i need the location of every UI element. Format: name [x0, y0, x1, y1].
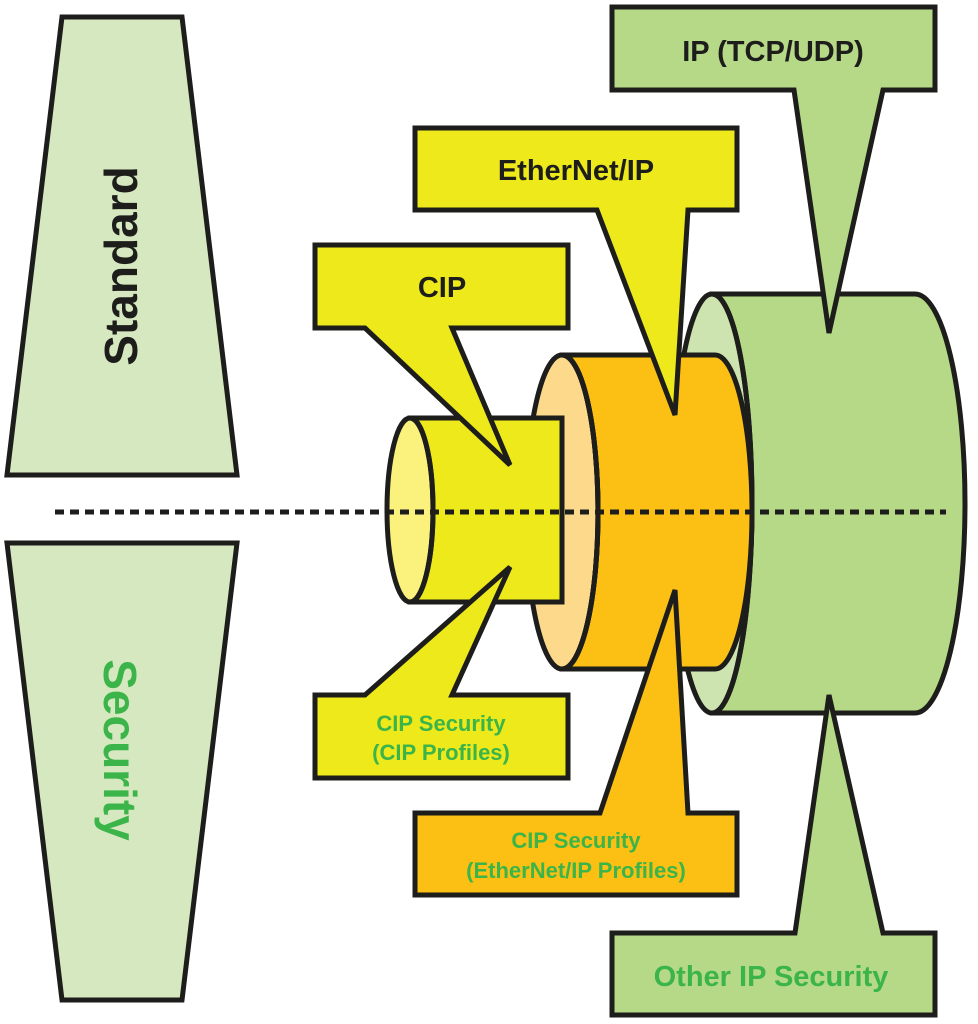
callout-cip: CIP [312, 242, 571, 467]
callout-other-ip-security-shape [609, 694, 938, 1018]
callout-cip-security-line1: CIP Security [376, 711, 506, 736]
callout-cip-label: CIP [418, 272, 466, 304]
callout-ip-shape [609, 4, 938, 334]
callout-ethernetip-label: EtherNet/IP [498, 155, 654, 187]
callout-cip-security: CIP Security (CIP Profiles) [312, 565, 571, 781]
callout-other-ip-security-label: Other IP Security [654, 961, 889, 993]
security-panel: Security [4, 540, 240, 1003]
callout-enip-security-line1: CIP Security [511, 828, 641, 853]
callout-cip-shape [312, 242, 571, 467]
callout-enip-security-line2: (EtherNet/IP Profiles) [466, 858, 686, 883]
callout-ip-label: IP (TCP/UDP) [682, 36, 864, 68]
callout-ethernetip: EtherNet/IP [412, 125, 740, 416]
standard-panel: Standard [4, 14, 240, 478]
standard-label: Standard [95, 166, 147, 365]
ip-cylinder-body [709, 291, 968, 716]
callout-ip: IP (TCP/UDP) [609, 4, 938, 334]
standard-trapezoid [4, 14, 240, 478]
security-trapezoid [4, 540, 240, 1003]
callout-enip-security: CIP Security (EtherNet/IP Profiles) [412, 589, 740, 898]
callout-other-ip-security: Other IP Security [609, 694, 938, 1018]
callout-cip-security-line2: (CIP Profiles) [372, 740, 510, 765]
callout-ethernetip-shape [412, 125, 740, 416]
callout-enip-security-shape [412, 589, 740, 898]
callout-cip-security-shape [312, 565, 571, 781]
security-label: Security [94, 659, 146, 841]
